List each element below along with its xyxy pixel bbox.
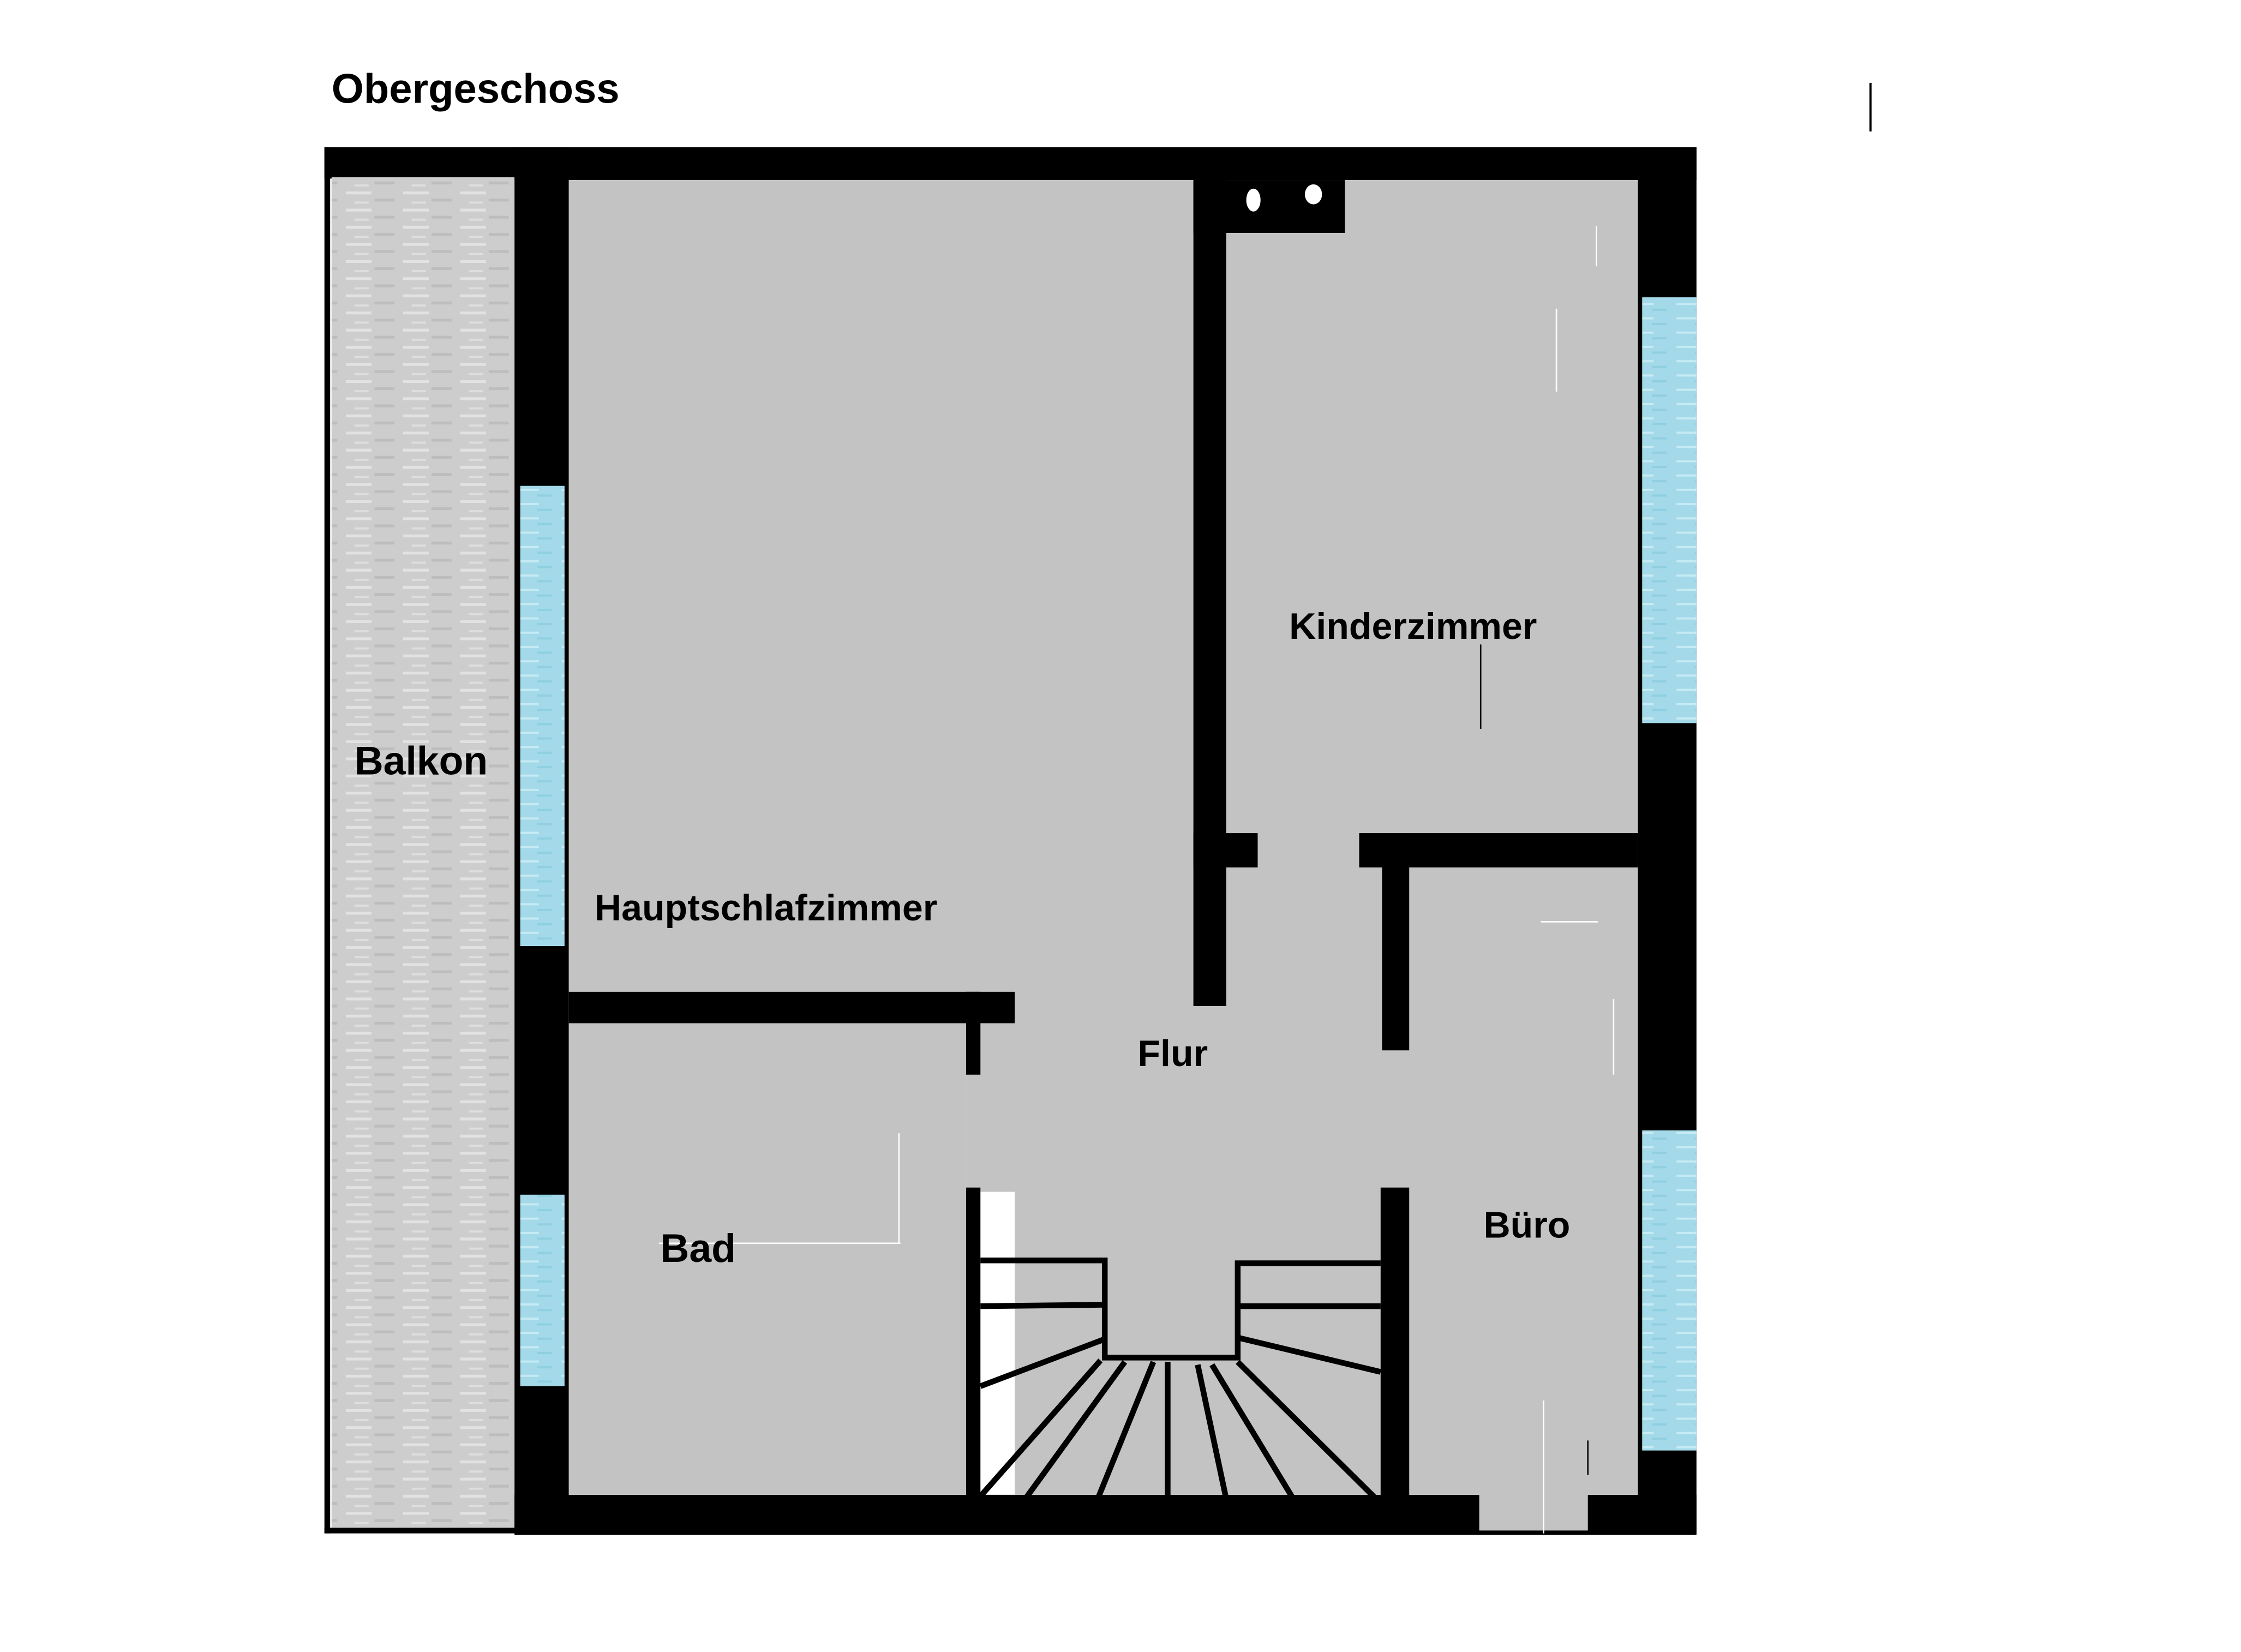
floor-kinderzimmer (1226, 180, 1638, 830)
window-bad (520, 1194, 565, 1386)
stray-line (1869, 82, 1872, 131)
window-buero (1642, 1130, 1697, 1451)
windows (520, 297, 1697, 1451)
floor-flur-middle (980, 991, 1209, 1192)
floor-title: Obergeschoss (332, 66, 620, 112)
interior-walls (568, 180, 1638, 1502)
chimney-flue-icon (1246, 188, 1261, 212)
room-label-buero: Büro (1483, 1204, 1570, 1246)
guide-lines (658, 225, 1615, 1534)
window-kinderzimmer (1642, 297, 1697, 723)
floor-bad (568, 1019, 967, 1495)
room-label-bad: Bad (660, 1226, 736, 1271)
floor-door-bottom (1479, 1494, 1588, 1531)
room-label-flur: Flur (1137, 1033, 1208, 1074)
room-label-kinderzimmer: Kinderzimmer (1289, 606, 1537, 647)
room-label-hauptschlafzimmer: Hauptschlafzimmer (595, 887, 937, 929)
floor-buero (1409, 866, 1638, 1495)
balcony (324, 147, 519, 1534)
chimney-flue-icon (1304, 184, 1322, 205)
room-label-balkon: Balkon (355, 739, 488, 783)
staircase (978, 1258, 1382, 1501)
window-hauptschlafzimmer (520, 486, 565, 947)
